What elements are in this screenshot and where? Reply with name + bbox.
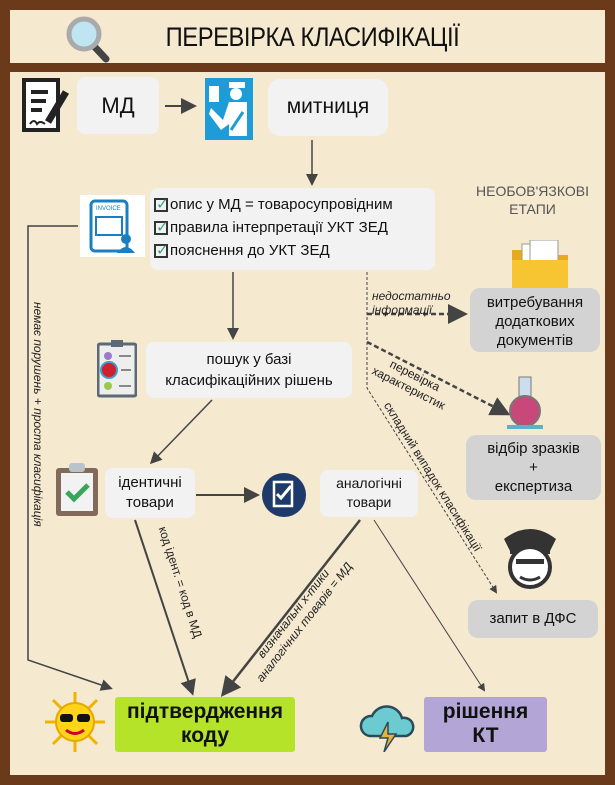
- confirm-line: підтвердження: [127, 700, 283, 723]
- clipboard-check-icon: [56, 463, 98, 516]
- edge-label-line: недостатньо: [372, 289, 451, 303]
- identical-line: товари: [126, 494, 174, 511]
- confirm-line: коду: [180, 724, 230, 747]
- decision-line: КТ: [472, 724, 499, 747]
- checkbox-checked-icon: ✓: [154, 196, 169, 213]
- md-box: МД: [77, 77, 159, 134]
- analog-line: аналогічні: [336, 475, 402, 491]
- check-item-label: правила інтерпретації УКТ ЗЕД: [170, 219, 388, 236]
- request-docs-line: документів: [496, 332, 574, 349]
- police-officer-icon: [504, 529, 556, 589]
- md-label: МД: [101, 92, 135, 118]
- checkbox-checked-icon: ✓: [154, 219, 169, 236]
- svg-text:INVOICE: INVOICE: [96, 206, 121, 212]
- check-item-label: пояснення до УКТ ЗЕД: [170, 242, 330, 259]
- customs-label: митниця: [286, 95, 370, 119]
- optional-stages-title: НЕОБОВ'ЯЗКОВІ ЕТАПИ: [460, 182, 605, 218]
- flask-icon: [507, 376, 543, 429]
- header-panel: [10, 10, 605, 63]
- identical-line: ідентичні: [118, 474, 182, 491]
- customs-box: митниця: [268, 79, 388, 136]
- request-docs-box: витребування додаткових документів: [470, 288, 600, 352]
- check-item: ✓опис у МД = товаросупровідним: [154, 193, 431, 216]
- samples-line: відбір зразків: [487, 440, 580, 457]
- folder-icon: [512, 240, 568, 290]
- dfs-request-box: запит в ДФС: [468, 600, 598, 638]
- search-db-line: класифікаційних рішень: [165, 372, 333, 389]
- check-item: ✓пояснення до УКТ ЗЕД: [154, 239, 431, 262]
- clipboard-question-icon: [97, 340, 137, 398]
- page-title: ПЕРЕВІРКА КЛАСИФІКАЦІЇ: [165, 22, 460, 52]
- cloud-lightning-icon: [359, 705, 415, 752]
- invoice-icon: INVOICE: [80, 195, 145, 257]
- customs-officer-icon: [205, 78, 253, 140]
- samples-line: +: [529, 459, 538, 476]
- checklist-box: ✓опис у МД = товаросупровідним ✓правила …: [150, 188, 435, 270]
- magnifier-icon: [66, 16, 110, 63]
- no-violations-label: немає порушень + проста класифікація: [31, 302, 45, 527]
- check-item-label: опис у МД = товаросупровідним: [170, 196, 393, 213]
- request-docs-line: витребування: [486, 294, 584, 311]
- analog-line: товари: [346, 494, 392, 510]
- edge-label-line: інформації: [372, 302, 432, 317]
- document-sign-icon: [22, 78, 70, 132]
- sun-sunglasses-icon: [45, 692, 105, 752]
- search-db-box: пошук у базі класифікаційних рішень: [146, 342, 352, 398]
- samples-line: експертиза: [494, 478, 573, 495]
- analog-goods-box: аналогічні товари: [320, 470, 418, 517]
- request-docs-line: додаткових: [495, 313, 575, 330]
- decision-line: рішення: [442, 700, 529, 723]
- check-item: ✓правила інтерпретації УКТ ЗЕД: [154, 216, 431, 239]
- search-db-line: пошук у базі: [206, 351, 292, 368]
- optional-title-line: ЕТАПИ: [509, 201, 556, 217]
- optional-title-line: НЕОБОВ'ЯЗКОВІ: [476, 183, 589, 199]
- checklist-circle-icon: [262, 473, 306, 517]
- dfs-request-label: запит в ДФС: [489, 609, 577, 627]
- identical-goods-box: ідентичні товари: [105, 468, 195, 518]
- samples-box: відбір зразків + експертиза: [466, 435, 601, 500]
- checkbox-checked-icon: ✓: [154, 242, 169, 259]
